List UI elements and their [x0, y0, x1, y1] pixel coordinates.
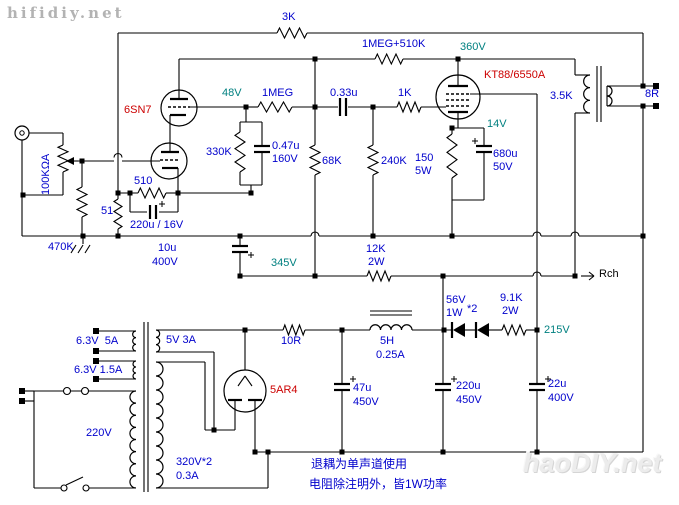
label-100k-pot: 100KΩA: [40, 153, 52, 195]
label-033u: 0.33u: [330, 87, 358, 99]
label-320v2: 320V*2: [176, 456, 213, 468]
label-14v: 14V: [487, 118, 507, 130]
label-63v5a: 6.3V 5A: [76, 335, 119, 347]
label-680u: 680u: [493, 148, 518, 160]
label-56v: 56V: [446, 294, 466, 306]
label-025a: 0.25A: [376, 349, 405, 361]
label-450v-a: 450V: [353, 396, 379, 408]
label-8r: 8R: [645, 88, 660, 100]
label-5w: 5W: [415, 165, 432, 177]
label-35k: 3.5K: [550, 90, 573, 102]
label-2w-b: 2W: [502, 305, 519, 317]
label-400v-a: 400V: [152, 256, 178, 268]
label-1meg-510k: 1MEG+510K: [362, 38, 426, 50]
label-345v: 345V: [271, 257, 297, 269]
label-047u: 0.47u: [272, 140, 300, 152]
note-mono-channel: 退耦为单声道使用: [311, 457, 408, 471]
label-150: 150: [415, 152, 434, 164]
label-1k: 1K: [398, 87, 412, 99]
label-5h: 5H: [380, 335, 395, 347]
label-360v: 360V: [460, 41, 486, 53]
label-160v: 160V: [272, 153, 298, 165]
site-logo: hifidiy.net: [7, 4, 125, 22]
label-rch: Rch: [599, 268, 619, 280]
watermark: haoDIY.net: [523, 448, 662, 478]
label-3k-feedback: 3K: [282, 11, 296, 23]
label-470k: 470K: [48, 241, 74, 253]
label-x2: *2: [467, 303, 478, 315]
label-63v15a: 6.3V 1.5A: [74, 364, 123, 376]
label-5ar4: 5AR4: [270, 384, 298, 396]
label-330k: 330K: [206, 146, 232, 158]
label-48v: 48V: [222, 87, 242, 99]
label-03a: 0.3A: [176, 470, 199, 482]
label-68k: 68K: [322, 155, 342, 167]
label-22u: 22u: [548, 378, 567, 390]
label-5v3a: 5V 3A: [166, 334, 196, 346]
label-2w-a: 2W: [368, 256, 385, 268]
label-510: 510: [134, 175, 153, 187]
label-kt88: KT88/6550A: [484, 69, 546, 81]
label-12k: 12K: [366, 243, 386, 255]
label-450v-b: 450V: [456, 394, 482, 406]
note-resistor-power: 电阻除注明外，皆1W功率: [309, 477, 448, 491]
label-1meg: 1MEG: [262, 87, 294, 99]
label-215v: 215V: [544, 324, 570, 336]
label-240k: 240K: [381, 155, 407, 167]
label-220u450: 220u: [456, 380, 481, 392]
label-47u: 47u: [353, 382, 372, 394]
label-51: 51: [101, 205, 114, 217]
label-220u16v: 220u / 16V: [130, 219, 184, 231]
label-10u: 10u: [158, 242, 177, 254]
label-220v: 220V: [86, 427, 112, 439]
label-10r: 10R: [281, 335, 302, 347]
label-91k: 9.1K: [500, 292, 523, 304]
label-50v: 50V: [493, 161, 513, 173]
label-400v-b: 400V: [548, 392, 574, 404]
label-1w: 1W: [446, 307, 463, 319]
label-6sn7: 6SN7: [124, 104, 152, 116]
